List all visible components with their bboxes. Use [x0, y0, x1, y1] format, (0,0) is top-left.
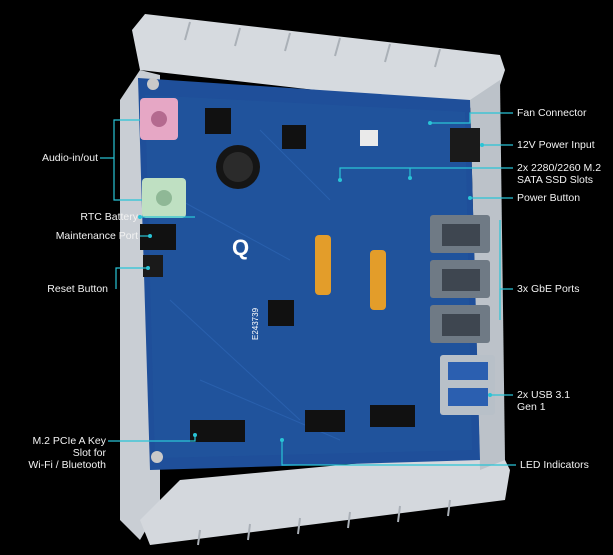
label-rtc-battery: RTC Battery — [80, 211, 138, 223]
label-gbe-ports: 3x GbE Ports — [517, 283, 580, 295]
label-usb-line2: Gen 1 — [517, 401, 546, 413]
label-fan-connector: Fan Connector — [517, 107, 587, 119]
label-m2-pcie-line1: M.2 PCIe A Key — [32, 435, 106, 447]
label-m2-pcie-line3: Wi-Fi / Bluetooth — [28, 459, 106, 471]
label-audio-in-out: Audio-in/out — [41, 152, 98, 164]
board-logo-text: Q — [232, 235, 249, 260]
label-power-button: Power Button — [517, 192, 581, 204]
board-components — [140, 78, 495, 463]
callout-dots — [138, 121, 492, 442]
callout-lines — [100, 112, 516, 466]
label-maintenance-port: Maintenance Port — [55, 230, 138, 242]
label-led-indicators: LED Indicators — [520, 459, 589, 471]
label-ssd-slots-line1: 2x 2280/2260 M.2 — [517, 162, 602, 174]
board-serial-text: E243739 — [251, 307, 260, 340]
label-reset-button: Reset Button — [47, 283, 108, 295]
label-ssd-slots-line2: SATA SSD Slots — [517, 174, 594, 186]
label-m2-pcie-line2: Slot for — [72, 447, 106, 459]
label-usb-line1: 2x USB 3.1 — [517, 389, 571, 401]
label-12v-power-input: 12V Power Input — [517, 139, 595, 151]
